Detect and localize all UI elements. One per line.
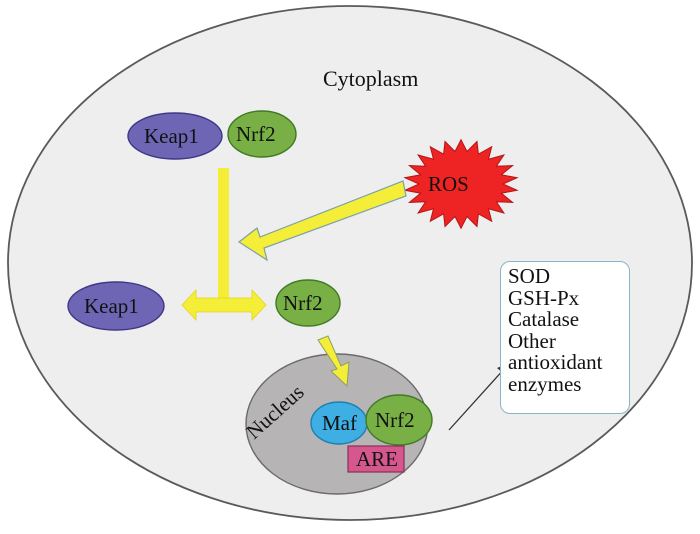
maf-label: Maf <box>322 411 357 435</box>
ros-starburst <box>403 138 519 230</box>
nrf2-complex-label: Nrf2 <box>236 122 276 146</box>
translocation-arrow <box>317 335 350 388</box>
enzyme-item: SOD <box>508 264 551 288</box>
cytoplasm-label: Cytoplasm <box>323 66 418 91</box>
enzyme-item: enzymes <box>508 371 582 396</box>
keap1-free-node <box>67 281 165 331</box>
enzyme-item: antioxidant <box>508 350 603 374</box>
expression-arrow-line <box>448 367 506 431</box>
nrf2-complex-node <box>227 110 297 158</box>
nrf2-free-label: Nrf2 <box>283 291 323 315</box>
enzyme-item: Catalase <box>508 307 580 331</box>
keap1-free-label: Keap1 <box>84 294 139 318</box>
are-label: ARE <box>356 447 398 471</box>
ros-label: ROS <box>428 172 469 196</box>
ros-arrow <box>237 180 407 262</box>
nrf2-nucleus-label: Nrf2 <box>375 408 415 432</box>
enzyme-item: GSH-Px <box>508 285 580 310</box>
nrf2-free-node <box>275 279 341 327</box>
keap1-complex-label: Keap1 <box>144 124 199 148</box>
antioxidant-enzymes-box: SOD GSH-Px Catalase Other antioxidant en… <box>500 261 630 414</box>
are-element <box>347 445 405 473</box>
enzyme-item: Other <box>508 328 556 353</box>
nrf2-nucleus-node <box>365 394 433 446</box>
keap1-complex-node <box>127 112 223 160</box>
dissociation-double-arrow <box>181 288 267 322</box>
dissociation-arrow-stem <box>218 168 229 298</box>
